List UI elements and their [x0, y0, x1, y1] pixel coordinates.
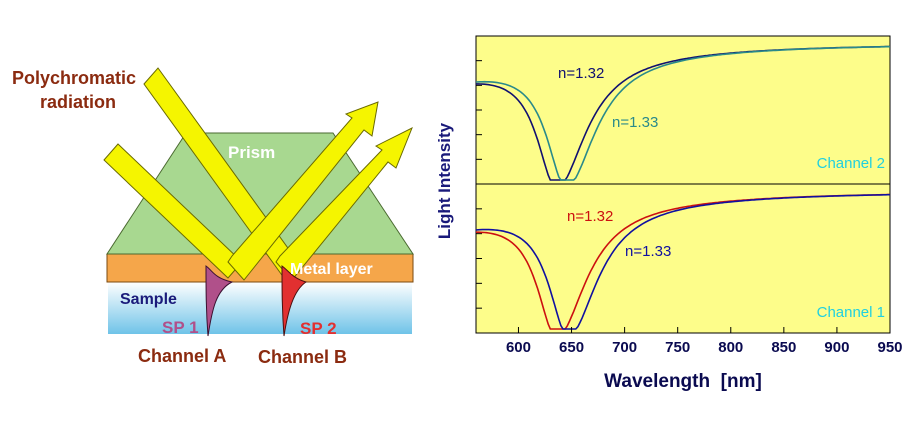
beam-reflected-b — [227, 101, 379, 281]
spr-diagram: Polychromatic radiation Prism Metal laye… — [12, 67, 414, 367]
series-label-n=1.33: n=1.33 — [625, 243, 671, 260]
x-axis-label: Wavelength [nm] — [604, 371, 762, 392]
x-axis-ticks: 600 650 700 750 800 850 900 950 — [506, 327, 903, 356]
x-tick-label: 900 — [824, 339, 849, 356]
channel-b-label: Channel B — [258, 347, 347, 367]
sp2-field — [281, 265, 308, 337]
series-line-n=1.33 — [475, 45, 890, 181]
channel-label: Channel 1 — [817, 304, 885, 321]
sp1-field — [205, 265, 234, 337]
x-tick-label: 800 — [718, 339, 743, 356]
sample-label: Sample — [120, 291, 177, 308]
sp2-label: SP 2 — [300, 319, 337, 338]
beam-reflected-a — [275, 126, 413, 281]
channel-a-label: Channel A — [138, 346, 226, 366]
sample-layer — [108, 282, 412, 334]
sp1-label: SP 1 — [162, 318, 199, 337]
prism-label: Prism — [228, 143, 275, 162]
series-label-n=1.33: n=1.33 — [612, 114, 658, 131]
y-axis-label: Light Intensity — [435, 122, 454, 239]
x-tick-label: 650 — [559, 339, 584, 356]
x-tick-label: 600 — [506, 339, 531, 356]
channel-label: Channel 2 — [817, 155, 885, 172]
radiation-label-line1: Polychromatic — [12, 68, 136, 88]
x-tick-label: 750 — [665, 339, 690, 356]
series-line-n=1.33 — [475, 193, 890, 330]
x-tick-label: 950 — [877, 339, 902, 356]
radiation-label-line2: radiation — [40, 92, 116, 112]
metal-layer-label: Metal layer — [290, 261, 373, 278]
series-label-n=1.32: n=1.32 — [567, 208, 613, 225]
x-tick-label: 700 — [612, 339, 637, 356]
x-tick-label: 850 — [771, 339, 796, 356]
series-label-n=1.32: n=1.32 — [558, 65, 604, 82]
